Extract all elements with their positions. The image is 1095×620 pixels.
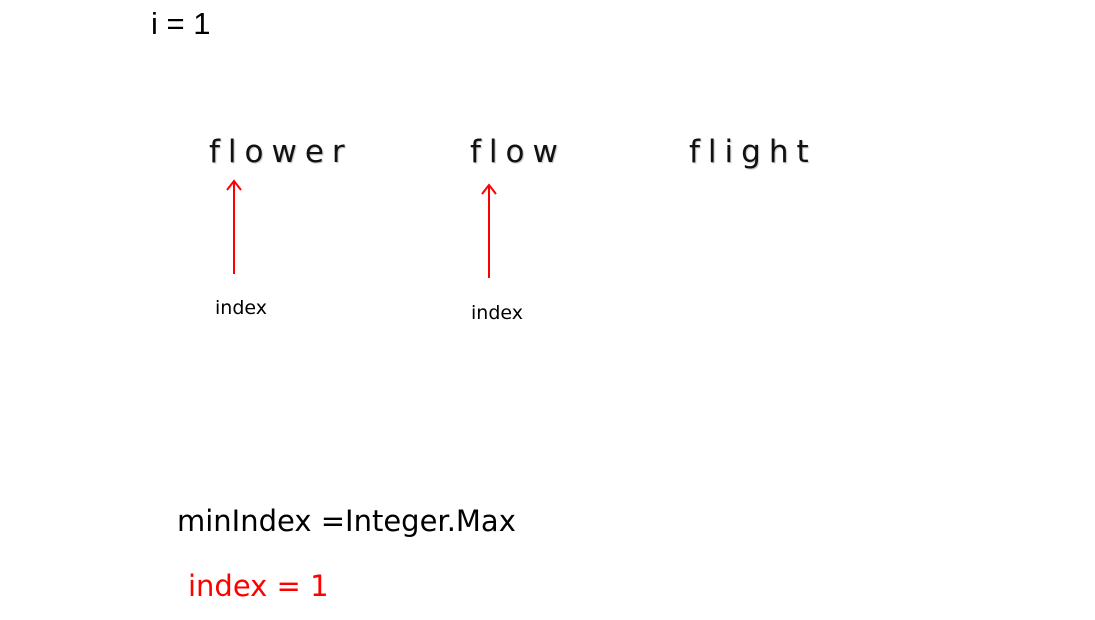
loop-variable-label: i = 1 xyxy=(151,6,211,41)
index-pointer-arrow xyxy=(226,179,242,274)
word-flight: flight xyxy=(689,134,817,170)
index-value-statement: index = 1 xyxy=(188,569,329,603)
min-index-statement: minIndex =Integer.Max xyxy=(177,504,516,538)
index-pointer-label: index xyxy=(215,297,267,319)
index-pointer-label: index xyxy=(471,302,523,324)
word-flower: flower xyxy=(209,134,353,170)
index-pointer-arrow xyxy=(481,183,497,278)
word-flow: flow xyxy=(470,134,566,170)
